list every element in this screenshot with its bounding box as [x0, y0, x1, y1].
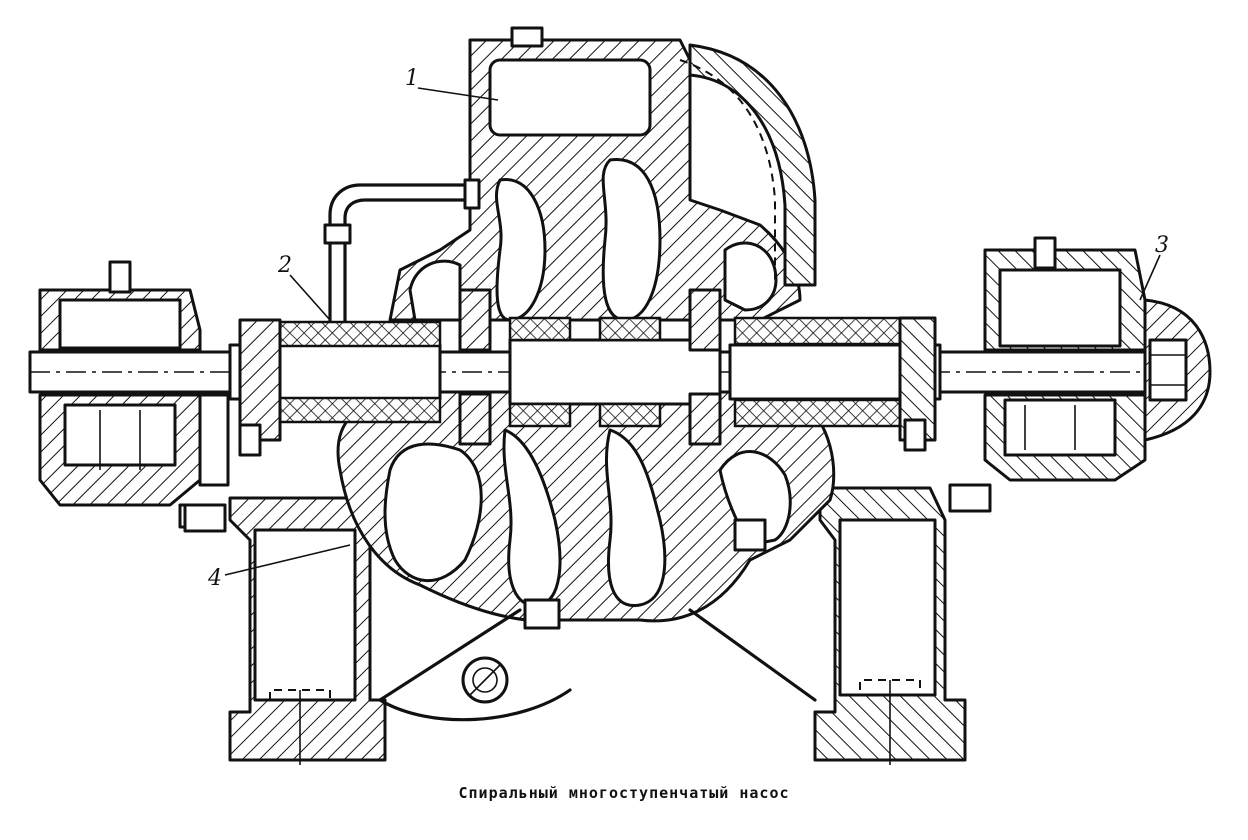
pump-base-feet [228, 486, 967, 765]
impeller-hubs [458, 288, 722, 446]
right-bearing-housing [948, 236, 1212, 513]
figure-caption: Спиральный многоступенчатый насос [458, 784, 790, 802]
balance-pipe [323, 178, 481, 332]
flange-bolts [183, 418, 927, 552]
callout-1: 1 [405, 66, 419, 91]
callout-3: 3 [1155, 233, 1169, 258]
left-bearing-housing [38, 260, 230, 529]
shaft-seals [238, 316, 937, 442]
callout-leaders [224, 87, 1161, 576]
upper-casing [388, 26, 817, 322]
callout-2: 2 [277, 253, 292, 278]
callout-4: 4 [207, 566, 222, 591]
